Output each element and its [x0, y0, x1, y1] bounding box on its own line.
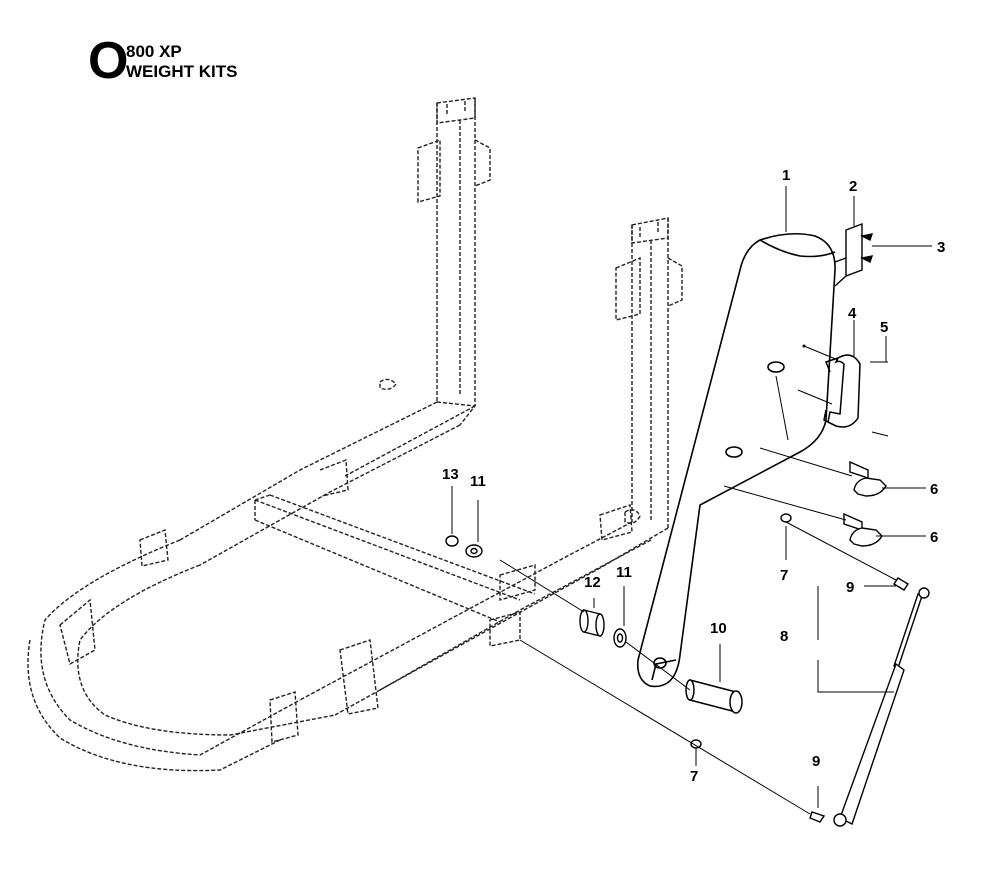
callout-9b: 9 [812, 753, 820, 770]
callout-9a: 9 [846, 579, 854, 596]
callout-10: 10 [710, 620, 727, 637]
callout-6b: 6 [930, 529, 938, 546]
callout-6a: 6 [930, 481, 938, 498]
callout-11b: 11 [616, 564, 632, 581]
diagram-header: O 800 XP WEIGHT KITS [88, 32, 348, 90]
callout-11a: 11 [470, 473, 486, 490]
pivot-pin [685, 679, 743, 714]
callout-1: 1 [782, 167, 790, 184]
header-text: 800 XP WEIGHT KITS [126, 42, 237, 82]
callout-labels: 1 2 3 4 5 6 6 7 7 8 9 9 10 11 11 12 13 [442, 167, 945, 785]
assembly-lines [499, 345, 897, 815]
callout-4: 4 [848, 305, 857, 322]
gas-spring [809, 577, 930, 827]
callout-13: 13 [442, 466, 459, 483]
weight-plate [636, 232, 836, 688]
leader-lines [451, 186, 932, 808]
pins [843, 460, 887, 547]
machine-frame [27, 97, 683, 772]
callout-3: 3 [937, 239, 945, 256]
callout-7a: 7 [780, 567, 788, 584]
section-letter: O [88, 32, 129, 90]
callout-5: 5 [880, 319, 888, 336]
handle [823, 354, 861, 428]
callout-8: 8 [780, 628, 788, 645]
model-name: 800 XP [126, 42, 182, 61]
small-hardware [445, 513, 792, 749]
callout-7b: 7 [690, 768, 698, 785]
callout-12: 12 [584, 574, 601, 591]
diagram-title: WEIGHT KITS [126, 62, 238, 81]
mount-bracket [834, 222, 874, 287]
callout-2: 2 [849, 178, 857, 195]
